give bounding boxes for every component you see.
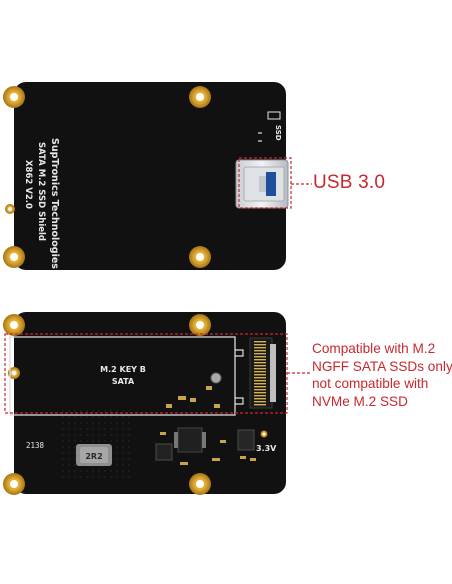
usb-connector (235, 159, 289, 209)
smd-chip (155, 443, 173, 461)
mounting-hole (189, 314, 211, 336)
compat-line: not compatible with (312, 376, 429, 391)
ref-number: 2138 (26, 441, 45, 450)
compatibility-callout: Compatible with M.2 NGFF SATA SSDs only,… (312, 340, 452, 410)
silk-line-3: X862 V2.0 (23, 160, 33, 209)
inductor: 2R2 (76, 444, 112, 466)
connector-pin (254, 368, 266, 370)
voltage-label: 3.3V (256, 444, 277, 453)
mounting-hole (3, 246, 25, 268)
mounting-hole (3, 86, 25, 108)
usb-highlight-box (238, 157, 292, 209)
connector-pin (254, 371, 266, 373)
connector-pin (254, 401, 266, 403)
connector-pin (254, 347, 266, 349)
top-board: SupTronics Technologies SATA M.2 SSD Shi… (3, 82, 312, 270)
connector-pin (254, 353, 266, 355)
connector-pin (254, 377, 266, 379)
connector-pin (254, 392, 266, 394)
m2-slot-outline (9, 336, 236, 416)
silk-line-1: SupTronics Technologies (49, 138, 60, 269)
connector-pin (254, 341, 266, 343)
controller-chip (174, 427, 206, 453)
connector-pin (254, 362, 266, 364)
slot-label-line-1: M.2 KEY B (100, 365, 146, 374)
connector-pin (254, 359, 266, 361)
connector-pin (254, 383, 266, 385)
compat-line: NGFF SATA SSDs only, (312, 358, 452, 374)
connector-pin (254, 350, 266, 352)
connector-pin (254, 344, 266, 346)
connector-pin (254, 395, 266, 397)
connector-pin (254, 380, 266, 382)
mounting-hole (3, 314, 25, 336)
connector-pin (254, 398, 266, 400)
connector-label: SSD (274, 125, 282, 141)
mounting-hole (189, 473, 211, 495)
connector-pin (254, 356, 266, 358)
silk-line-2: SATA M.2 SSD Shield (36, 142, 46, 241)
connector-pin (254, 404, 266, 406)
connector-pin (254, 386, 266, 388)
connector-pin (254, 374, 266, 376)
slot-label-line-2: SATA (112, 377, 135, 386)
smd-chip (237, 429, 255, 451)
inductor-label: 2R2 (85, 452, 102, 461)
mounting-hole (189, 86, 211, 108)
connector-pin (254, 365, 266, 367)
mounting-hole (189, 246, 211, 268)
mounting-hole (3, 473, 25, 495)
usb-callout: USB 3.0 (313, 172, 386, 193)
compat-line: NVMe M.2 SSD (312, 393, 408, 409)
connector-pin (254, 389, 266, 391)
bottom-board: M.2 KEY B SATA 2138 2R2 (3, 312, 310, 495)
compat-line: Compatible with M.2 (312, 341, 436, 356)
m2-connector (249, 337, 276, 409)
